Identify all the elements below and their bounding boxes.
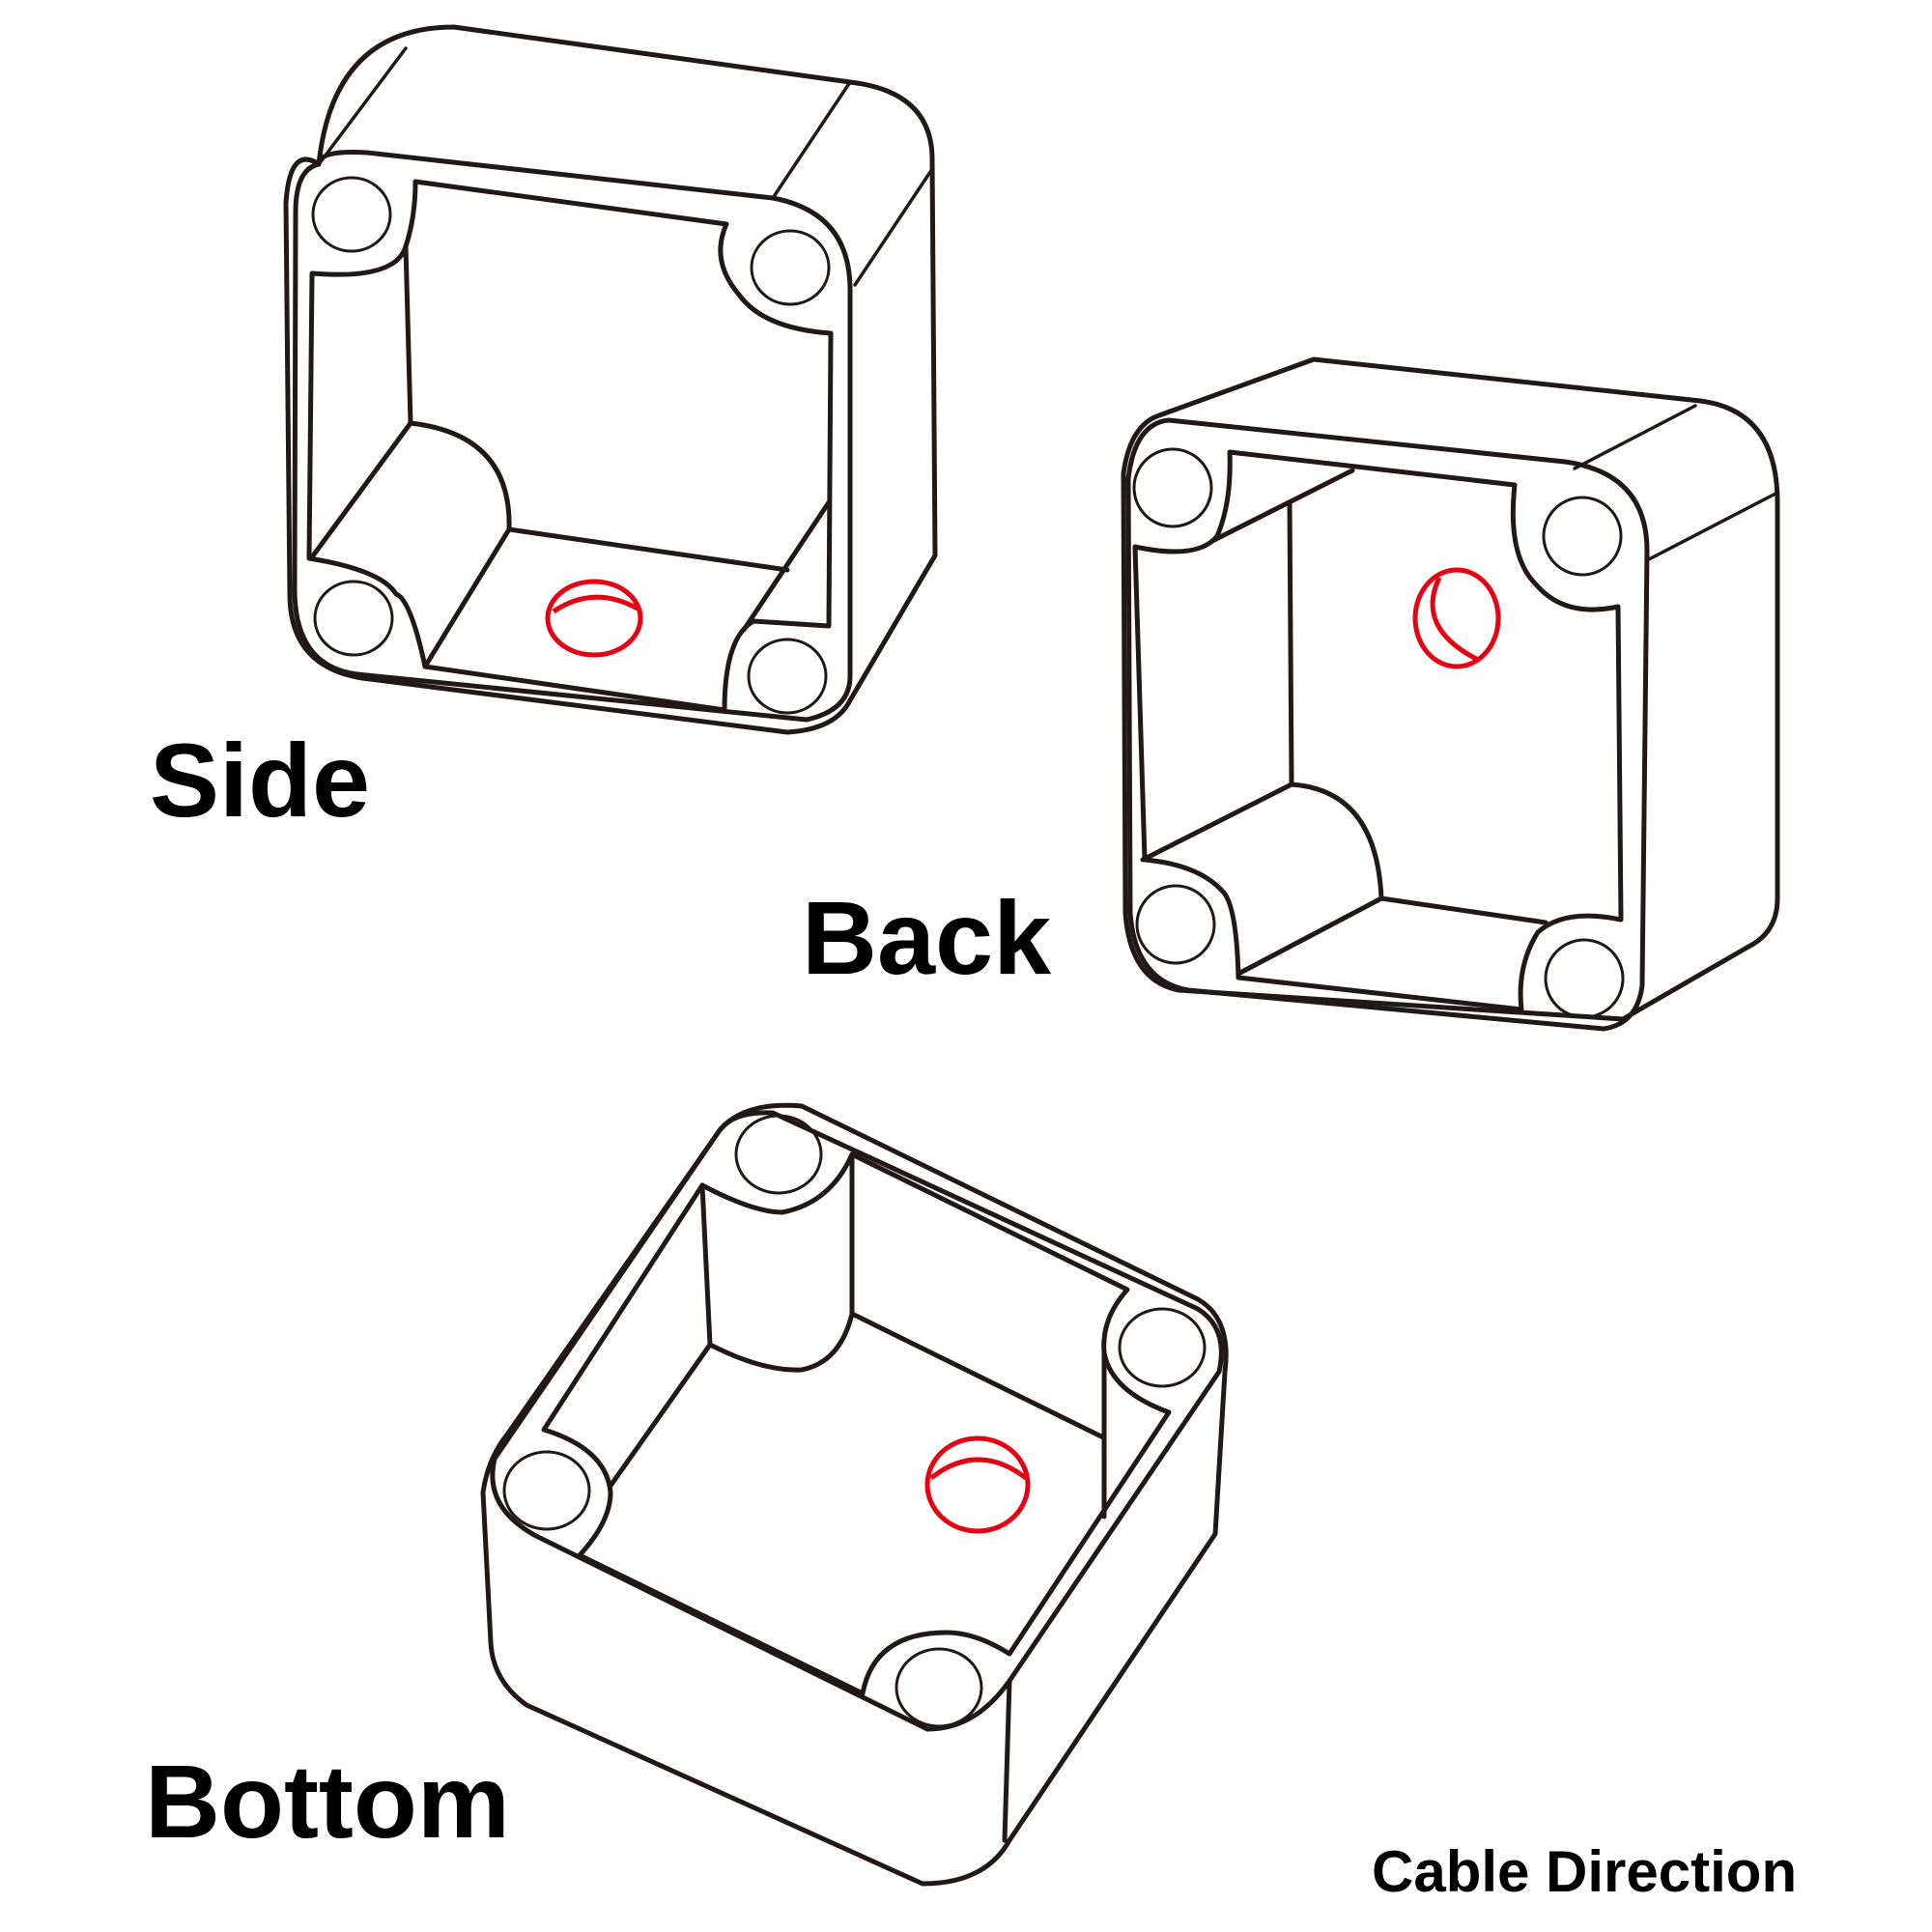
bottom-inner-walls xyxy=(608,1151,1107,1843)
side-cable-hole-inner xyxy=(552,594,639,614)
back-cable-hole xyxy=(1412,567,1501,669)
back-mount-hole-tl xyxy=(1132,447,1213,528)
bottom-mount-hole-tl xyxy=(734,1114,823,1195)
back-inner-walls xyxy=(1140,468,1548,977)
bottom-mount-hole-br xyxy=(895,1647,983,1728)
back-cable-hole-inner xyxy=(1430,576,1480,663)
back-front-frame xyxy=(1125,417,1650,1032)
side-mount-hole-br xyxy=(747,638,828,715)
side-box-outline xyxy=(283,24,938,735)
back-view-label: Back xyxy=(802,879,1052,996)
bottom-cable-hole xyxy=(924,1435,1031,1534)
back-mount-hole-bl xyxy=(1135,884,1216,965)
side-mount-hole-tr xyxy=(750,229,831,306)
back-inner-opening xyxy=(1132,449,1624,1012)
side-inner-floor xyxy=(308,243,832,669)
bottom-inner-opening xyxy=(541,1151,1172,1696)
bottom-box-outline xyxy=(480,1102,1229,1887)
back-top-edge xyxy=(1573,404,1779,562)
side-top-edge xyxy=(317,46,934,287)
bottom-view-box xyxy=(480,1102,1229,1887)
side-cable-hole xyxy=(545,579,643,658)
side-front-frame xyxy=(292,150,853,723)
back-box-outline xyxy=(1121,356,1780,1022)
bottom-mount-hole-tr xyxy=(1118,1307,1207,1388)
side-mount-hole-tl xyxy=(311,176,392,253)
bottom-mount-hole-bl xyxy=(502,1450,591,1531)
back-mount-hole-br xyxy=(1544,938,1625,1019)
back-mount-hole-tr xyxy=(1542,496,1623,577)
cable-direction-legend: Cable Direction xyxy=(1372,1839,1797,1904)
bottom-view-label: Bottom xyxy=(145,1743,510,1860)
side-view-label: Side xyxy=(150,722,370,838)
side-inner-opening xyxy=(306,179,834,713)
back-view-box xyxy=(1121,356,1780,1032)
side-mount-hole-bl xyxy=(313,580,394,657)
bottom-top-face xyxy=(490,1110,1224,1732)
side-view-box xyxy=(283,24,938,735)
bottom-cable-hole-inner xyxy=(929,1457,1028,1480)
